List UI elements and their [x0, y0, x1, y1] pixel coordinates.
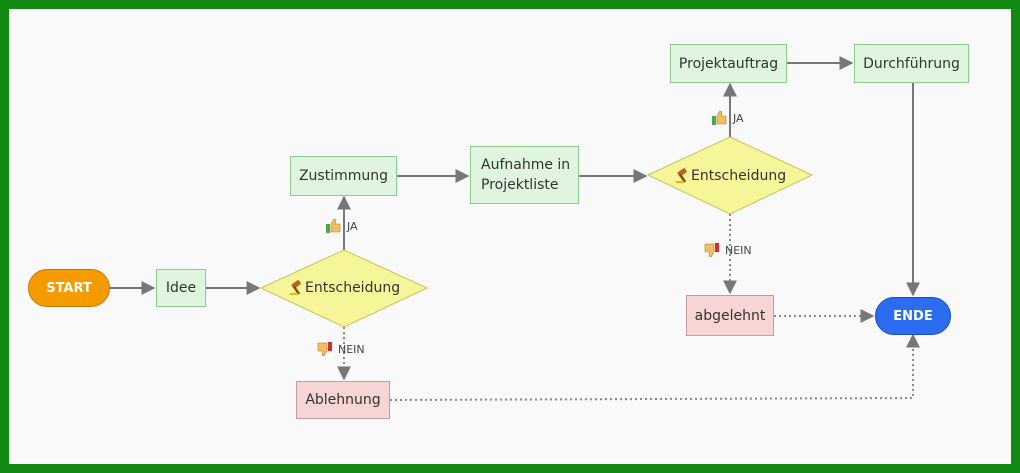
ja-label-1-text: JA: [347, 219, 358, 233]
ja-label-2: JA: [712, 111, 744, 125]
nein-label-2-text: NEIN: [725, 243, 752, 257]
diagram-canvas: [9, 9, 1011, 464]
ja-label-1: JA: [326, 219, 358, 233]
decision-diamond-2[interactable]: [646, 136, 814, 215]
thumbs-down-icon: [704, 243, 719, 257]
aufnahme-label-line2: Projektliste: [481, 177, 559, 193]
entscheidung-1-label: Entscheidung: [289, 278, 400, 298]
durchfuehrung-label: Durchführung: [863, 55, 960, 72]
idee-label: Idee: [165, 280, 197, 296]
ablehnung-node[interactable]: Ablehnung: [296, 381, 390, 419]
start-label: START: [46, 280, 92, 296]
decision-diamond-1[interactable]: [259, 249, 429, 328]
aufnahme-node[interactable]: Aufnahme in Projektliste: [470, 146, 579, 204]
idee-node[interactable]: Idee: [156, 269, 206, 307]
gavel-icon: [290, 280, 301, 295]
ende-node[interactable]: ENDE: [875, 297, 951, 335]
ja-label-2-text: JA: [733, 111, 744, 125]
abgelehnt-node[interactable]: abgelehnt: [686, 295, 774, 336]
ablehnung-label: Ablehnung: [305, 392, 381, 408]
ende-label: ENDE: [893, 308, 933, 324]
projektauftrag-label: Projektauftrag: [678, 55, 779, 72]
gavel-icon: [676, 168, 687, 183]
entscheidung-2-text: Entscheidung: [691, 168, 787, 184]
zustimmung-label: Zustimmung: [298, 168, 389, 184]
entscheidung-2-label: Entscheidung: [675, 166, 786, 186]
abgelehnt-label: abgelehnt: [694, 307, 766, 324]
start-node[interactable]: START: [28, 269, 110, 307]
projektauftrag-node[interactable]: Projektauftrag: [670, 44, 787, 83]
aufnahme-label-line1: Aufnahme in: [481, 157, 571, 173]
thumbs-up-icon: [712, 111, 727, 125]
edge-ablehnung-ende: [389, 333, 920, 401]
durchfuehrung-node[interactable]: Durchführung: [854, 44, 969, 83]
zustimmung-node[interactable]: Zustimmung: [290, 156, 397, 196]
thumbs-down-icon: [317, 342, 332, 356]
entscheidung-1-text: Entscheidung: [305, 280, 401, 296]
nein-label-2: NEIN: [704, 243, 752, 257]
nein-label-1-text: NEIN: [338, 342, 365, 356]
thumbs-up-icon: [326, 219, 341, 233]
nein-label-1: NEIN: [317, 342, 365, 356]
